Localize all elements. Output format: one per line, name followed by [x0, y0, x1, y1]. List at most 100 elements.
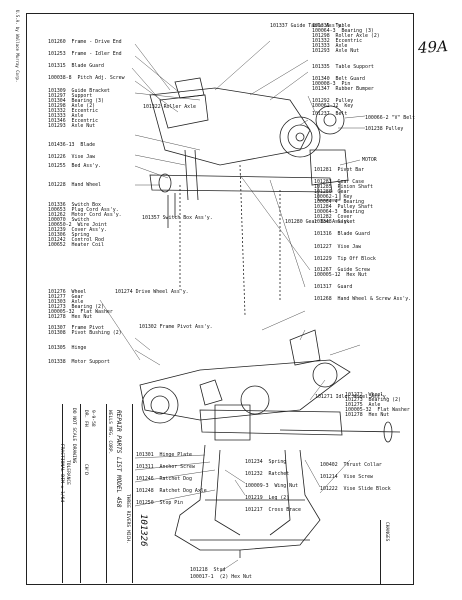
part-entry: 101253 Frame - Idler End — [48, 51, 122, 57]
part-entry: 101262 Motor Cord Ass'y. — [48, 212, 122, 218]
part-entry: 101338 Motor Support — [48, 359, 110, 365]
part-entry: 101298 Axle (2) — [48, 103, 96, 109]
drawn-by: DR. FH — [83, 410, 88, 427]
part-entry: 101267 Guide Screw — [314, 267, 370, 273]
part-entry: 101218 Stud — [190, 567, 226, 573]
part-entry: 101306 Spring — [48, 232, 90, 238]
part-entry: 101346 Eccentric — [48, 118, 99, 124]
part-entry: 101275 Axle — [345, 402, 381, 408]
part-entry: 101292 Pulley — [312, 98, 354, 104]
part-entry: 100008-3 Pin — [312, 81, 351, 87]
part-entry: 101297 Support — [48, 93, 93, 99]
part-callout: 101337 Guide Table Ass'y. — [270, 23, 344, 29]
part-entry: 101298 Roller Axle (2) — [312, 33, 380, 39]
part-entry: 101228 Hand Wheel — [48, 182, 101, 188]
checked-by: CH'D — [83, 464, 88, 476]
part-entry: 100653 Plug Cord Ass'y. — [48, 207, 119, 213]
part-entry: 101219 Leg (2) — [245, 495, 290, 501]
part-entry: 101307 Frame Pivot — [48, 325, 104, 331]
part-entry: 101316 Blade Guard — [314, 231, 370, 237]
part-entry: 101281 Pivot Bar — [314, 167, 365, 173]
part-entry: 101283 Gear Case — [314, 179, 365, 185]
changes-label: CHANGES — [384, 522, 389, 542]
part-entry: 101272 Wheel — [345, 392, 384, 398]
part-entry: 100070 Switch — [48, 217, 90, 223]
part-entry: 101273 Bearing (2) — [345, 397, 401, 403]
stand-legs — [174, 444, 321, 551]
part-entry: 101285 Pinion Shaft — [314, 184, 373, 190]
part-entry: 101333 Axle — [312, 43, 348, 49]
drawing-border — [26, 13, 414, 585]
part-callout: 101274 Drive Wheel Ass'y. — [115, 289, 189, 295]
part-entry: 101303 Axle — [48, 299, 84, 305]
part-entry: 100062-12 Key — [312, 103, 354, 109]
part-entry: 100017-1 (2) Hex Nut — [190, 574, 252, 580]
part-entry: 101217 Cross Brace — [245, 507, 301, 513]
part-entry: 101348 Gasket — [314, 219, 356, 225]
part-entry: 101250 Stop Pin — [136, 500, 184, 506]
part-entry: 101333 Axle — [48, 113, 84, 119]
changes-block: CHANGES — [380, 520, 413, 584]
part-entry: 101305 Hinge — [48, 345, 87, 351]
title-block-divider — [106, 404, 107, 583]
part-entry: 101277 Gear — [48, 294, 84, 300]
part-entry: 100009-3 Wing Nut — [245, 483, 298, 489]
part-callout: 101302 Frame Pivot Ass'y. — [139, 324, 213, 330]
part-entry: 100064-4 Bearing — [314, 199, 365, 205]
part-entry: 101278 Hex Nut — [48, 314, 93, 320]
part-entry: 101234 Spring — [245, 459, 287, 465]
part-callout: 100066-2 "V" Belt — [365, 115, 416, 121]
part-entry: 101268 Hand Wheel & Screw Ass'y. — [314, 296, 412, 302]
part-entry: 100652 Heater Coil — [48, 242, 104, 248]
part-entry: 100005-32 Flat Washer — [345, 407, 410, 413]
part-entry: 101335 Table Support — [312, 64, 374, 70]
dns-note: DO NOT SCALE DRAWING — [71, 408, 76, 464]
bed-lower — [199, 409, 343, 436]
part-entry: 101246 Ratchet Dog — [136, 476, 192, 482]
part-entry: 101336 Switch Box — [48, 202, 101, 208]
part-entry: 101308 Pivot Bushing (2) — [48, 330, 122, 336]
part-entry: 101276 Wheel — [48, 289, 87, 295]
part-entry: 101293 Axle Nut — [312, 48, 360, 54]
part-entry: 101340 Belt Guard — [312, 76, 365, 82]
part-entry: 101255 Bed Ass'y. — [48, 163, 101, 169]
part-entry: 101315 Blade Guard — [48, 63, 104, 69]
part-entry: 101278 Hex Nut — [345, 412, 390, 418]
company-location: THREE RIVERS MICH. — [125, 494, 130, 544]
drawing-date: 9-9-58 — [90, 410, 95, 427]
part-entry: 101260 Frame - Drive End — [48, 39, 122, 45]
part-entry: 101293 Axle Nut — [48, 123, 96, 129]
part-entry: 100005-12 Hex Nut — [314, 272, 367, 278]
part-entry: 100038-8 Pitch Adj. Screw — [48, 75, 125, 81]
part-entry: 101304 Bearing (3) — [48, 98, 104, 104]
part-entry: 101309 Guide Bracket — [48, 88, 110, 94]
part-entry: 101232 Ratchet — [245, 471, 290, 477]
part-entry: 100062-1 Key — [314, 194, 353, 200]
fractional-note: FRACTIONAL DIM ± 1/64 — [59, 444, 64, 503]
part-entry: 101301 Hinge Plate — [136, 452, 192, 458]
part-callout: 101357 Switch Box Ass'y. — [142, 215, 213, 221]
part-entry: 101214 Vise Screw — [320, 474, 373, 480]
title-block-divider — [80, 404, 81, 583]
part-callout: 101238 Pulley — [365, 126, 404, 132]
part-entry: 100005-32 Flat Washer — [48, 309, 113, 315]
title-block: DO NOT SCALE DRAWING TOLERANCE FRACTIONA… — [59, 404, 156, 583]
part-entry: 101242 Control Rod — [48, 237, 104, 243]
part-entry: 101229 Tip Off Block — [314, 256, 376, 262]
drawing-title: REPAIR PARTS LIST MODEL 458 — [115, 410, 122, 508]
part-entry: 101317 Guard — [314, 284, 353, 290]
drawing-number: 101326 — [138, 514, 148, 547]
title-block-divider — [132, 404, 133, 583]
part-entry: 101335 Table — [312, 23, 351, 29]
part-entry: 101222 Vise Slide Block — [320, 486, 391, 492]
part-callout: 101322 Roller Axle — [143, 104, 196, 110]
part-entry: 101436-13 Blade — [48, 142, 96, 148]
part-entry: 101226 Vise Jaw — [48, 154, 96, 160]
company-name: WELLS MFG. CORP. — [107, 410, 112, 455]
part-entry: 101248 Ratchet Dog Axle — [136, 488, 207, 494]
part-entry: 101237 Belt — [312, 111, 348, 117]
saw-frame-upper — [149, 87, 311, 166]
part-entry: 101227 Vise Jaw — [314, 244, 362, 250]
